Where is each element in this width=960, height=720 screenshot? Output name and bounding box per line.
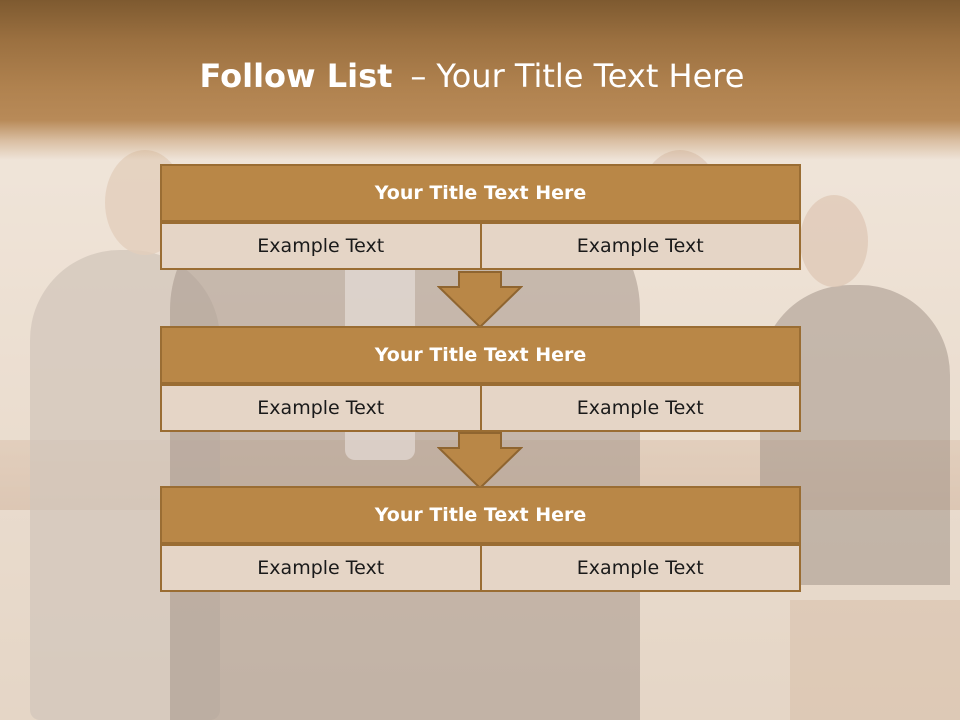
block-title: Your Title Text Here [160, 326, 801, 384]
block-title: Your Title Text Here [160, 486, 801, 544]
header-band [0, 0, 960, 160]
block-row: Example Text Example Text [160, 384, 801, 432]
block-cell: Example Text [480, 384, 801, 432]
title-dash: – [410, 57, 427, 95]
block-cell: Example Text [160, 384, 481, 432]
down-arrow-icon [437, 271, 523, 329]
block-row: Example Text Example Text [160, 544, 801, 592]
title-rest: Your Title Text Here [436, 57, 745, 95]
block-cell: Example Text [160, 222, 481, 270]
list-block-2: Your Title Text Here Example Text Exampl… [160, 326, 801, 432]
block-row: Example Text Example Text [160, 222, 801, 270]
background-person-right-head [800, 195, 868, 287]
background-chair [790, 600, 960, 720]
block-cell: Example Text [160, 544, 481, 592]
title-bold: Follow List [199, 57, 393, 95]
slide-title: Follow List–Your Title Text Here [0, 54, 944, 98]
block-title: Your Title Text Here [160, 164, 801, 222]
down-arrow-icon [437, 432, 523, 490]
list-block-1: Your Title Text Here Example Text Exampl… [160, 164, 801, 270]
block-cell: Example Text [480, 544, 801, 592]
block-cell: Example Text [480, 222, 801, 270]
list-block-3: Your Title Text Here Example Text Exampl… [160, 486, 801, 592]
